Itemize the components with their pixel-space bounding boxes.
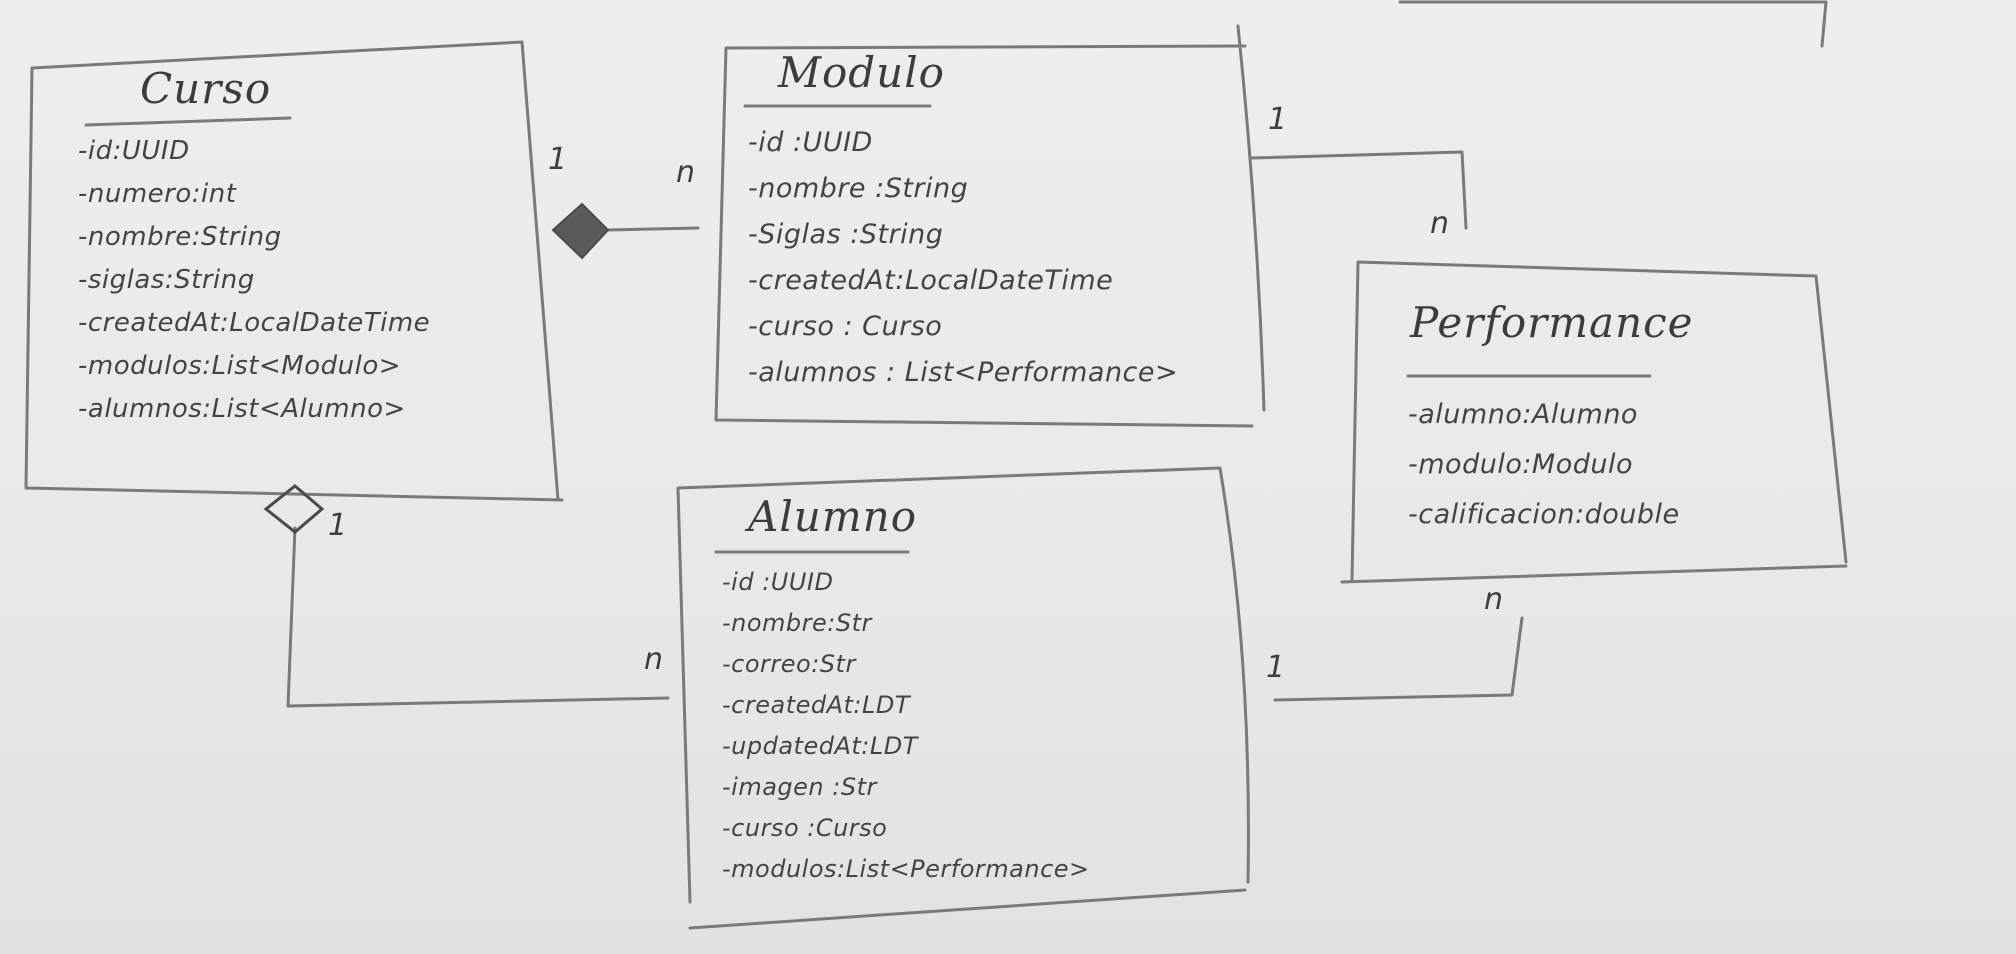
curso-modulo-line <box>606 226 700 232</box>
alumno-attr-nombre: -nombre:Str <box>722 609 872 637</box>
alumno-box-outline <box>676 466 1250 930</box>
curso-alumno-line <box>286 526 670 708</box>
curso-alumno-mult-1: 1 <box>328 508 348 543</box>
modulo-box-outline <box>714 24 1266 428</box>
modulo-performance-line <box>1250 150 1468 230</box>
curso-title: Curso <box>140 64 272 113</box>
curso-attributes: -id:UUID -numero:int -nombre:String -sig… <box>78 130 430 431</box>
alumno-attr-modulos: -modulos:List<Performance> <box>722 855 1090 883</box>
curso-modulo-mult-n: n <box>676 155 696 190</box>
alumno-performance-line <box>1273 616 1524 702</box>
curso-box-outline <box>24 40 564 502</box>
alumno-attr-createdat: -createdAt:LDT <box>722 691 911 719</box>
modulo-attributes: -id :UUID -nombre :String -Siglas :Strin… <box>748 120 1178 396</box>
performance-attributes: -alumno:Alumno -modulo:Modulo -calificac… <box>1408 390 1680 540</box>
alumno-attr-correo: -correo:Str <box>722 650 856 678</box>
modulo-performance-mult-1: 1 <box>1268 102 1288 137</box>
curso-attr-numero: -numero:int <box>78 179 237 209</box>
alumno-attr-curso: -curso :Curso <box>722 814 888 842</box>
alumno-title: Alumno <box>748 492 917 541</box>
alumno-attr-id: -id :UUID <box>722 568 834 596</box>
curso-attr-createdat: -createdAt:LocalDateTime <box>78 308 431 338</box>
modulo-attr-nombre: -nombre :String <box>748 173 969 204</box>
alumno-performance-mult-n: n <box>1484 582 1504 617</box>
curso-attr-nombre: -nombre:String <box>78 222 282 252</box>
modulo-attr-id: -id :UUID <box>748 127 873 158</box>
alumno-attr-updatedat: -updatedAt:LDT <box>722 732 918 760</box>
performance-box-outline <box>1340 260 1848 584</box>
modulo-attr-siglas: -Siglas :String <box>748 219 944 250</box>
alumno-attr-imagen: -imagen :Str <box>722 773 877 801</box>
curso-attr-modulos: -modulos:List<Modulo> <box>78 351 402 381</box>
curso-attr-siglas: -siglas:String <box>78 265 255 295</box>
composition-diamond <box>551 202 610 260</box>
performance-title: Performance <box>1410 298 1694 347</box>
modulo-attr-createdat: -createdAt:LocalDateTime <box>748 265 1114 296</box>
performance-attr-calificacion: -calificacion:double <box>1408 499 1680 530</box>
modulo-attr-curso: -curso : Curso <box>748 311 943 342</box>
offpage-box-edge <box>1398 0 1828 48</box>
curso-alumno-mult-n: n <box>644 642 664 677</box>
curso-modulo-mult-1: 1 <box>548 142 568 177</box>
performance-attr-modulo: -modulo:Modulo <box>1408 449 1634 480</box>
modulo-performance-mult-n: n <box>1430 206 1450 241</box>
modulo-attr-alumnos: -alumnos : List<Performance> <box>748 357 1179 388</box>
curso-attr-alumnos: -alumnos:List<Alumno> <box>78 394 406 424</box>
modulo-title: Modulo <box>778 48 945 97</box>
alumno-performance-mult-1: 1 <box>1266 650 1286 685</box>
alumno-attributes: -id :UUID -nombre:Str -correo:Str -creat… <box>722 562 1090 890</box>
performance-attr-alumno: -alumno:Alumno <box>1408 399 1638 430</box>
curso-attr-id: -id:UUID <box>78 136 190 166</box>
aggregation-diamond <box>263 484 325 534</box>
